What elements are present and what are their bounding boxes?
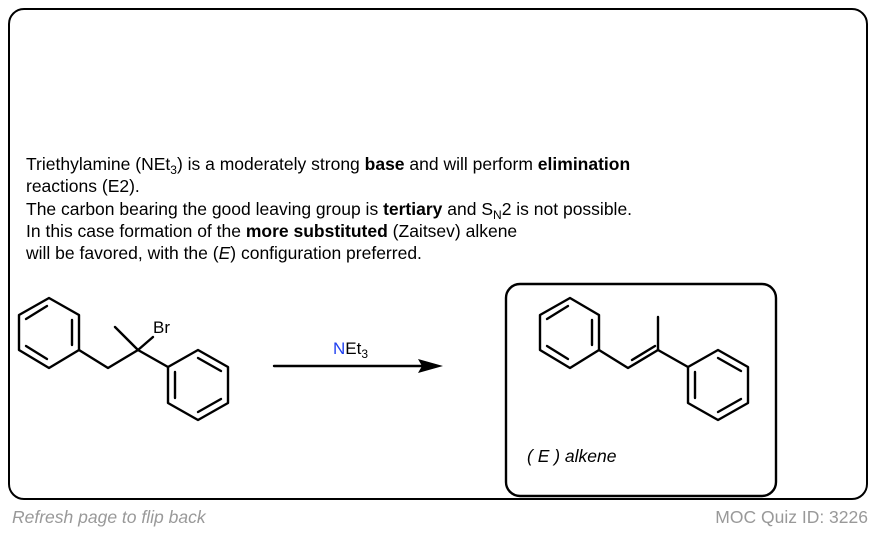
explanation-line-4: In this case formation of the more subst… <box>26 220 518 241</box>
explanation-line-1: Triethylamine (NEt3) is a moderately str… <box>26 154 631 177</box>
flip-back-link[interactable]: Refresh page to flip back <box>12 507 206 527</box>
reagent-label: NEt3 <box>333 339 368 361</box>
product-box <box>504 282 778 498</box>
explanation-line-2: reactions (E2). <box>26 176 140 197</box>
bromine-label: Br <box>153 318 170 337</box>
reactant-molecule: Br <box>17 296 230 422</box>
product-molecule: ( E ) alkene <box>527 296 750 466</box>
reaction-arrow: NEt3 <box>272 339 443 373</box>
quiz-id: MOC Quiz ID: 3226 <box>715 507 868 527</box>
product-label: ( E ) alkene <box>527 446 617 466</box>
explanation-line-5: will be favored, with the (E) configurat… <box>26 243 422 264</box>
explanation-text: Triethylamine (NEt3) is a moderately str… <box>26 153 632 264</box>
explanation-line-3: The carbon bearing the good leaving grou… <box>26 198 633 222</box>
quiz-card <box>8 8 868 500</box>
